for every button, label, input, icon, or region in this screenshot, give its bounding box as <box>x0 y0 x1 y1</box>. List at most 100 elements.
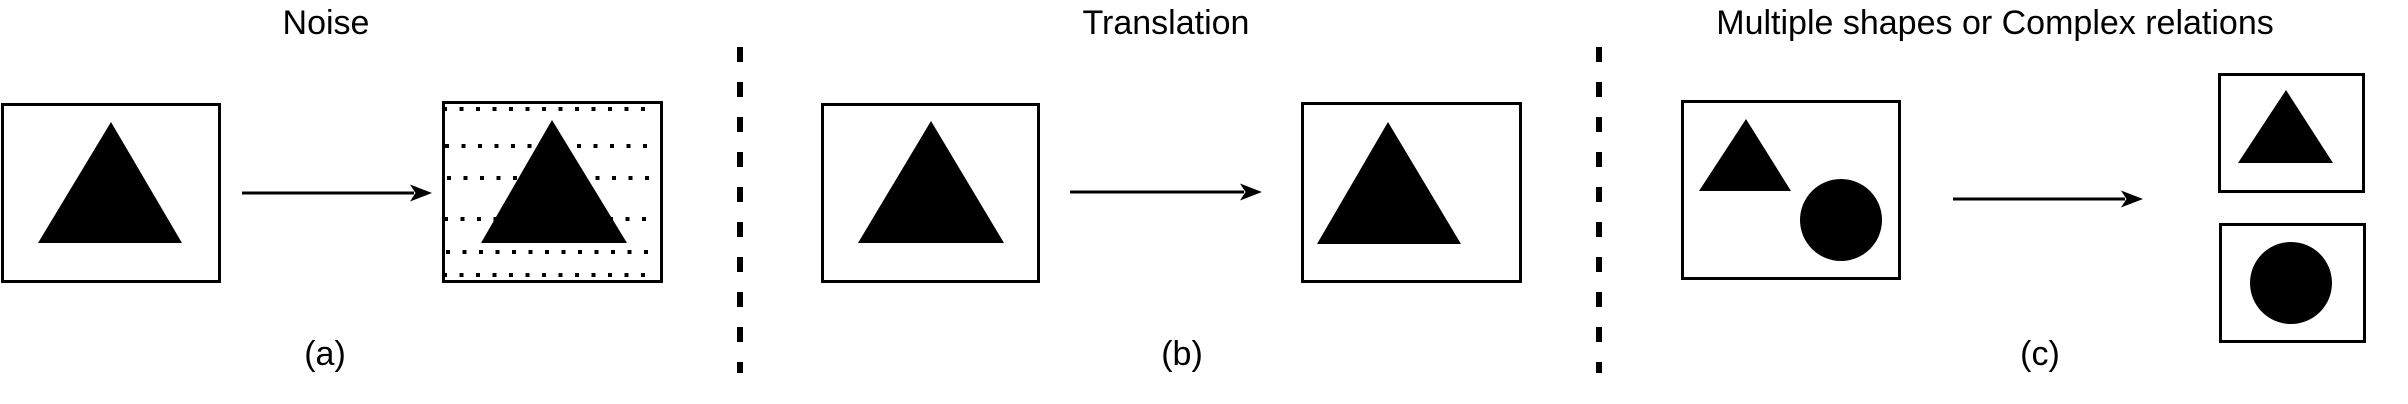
noise-dot <box>624 107 629 111</box>
noise-dot <box>595 176 600 180</box>
noise-dot <box>447 176 451 180</box>
triangle-shape <box>1317 122 1461 244</box>
noise-dot <box>527 144 532 148</box>
translated-triangle-image <box>1317 122 1461 244</box>
noise-dot <box>443 107 447 111</box>
panel-translation-title: Translation <box>1082 4 1250 42</box>
noise-dot <box>626 144 631 148</box>
panel-translation-label: (b) <box>1161 335 1203 373</box>
noise-dot <box>477 217 481 221</box>
noise-dot <box>496 176 501 180</box>
noise-dot <box>494 144 499 148</box>
noise-dot <box>591 273 596 277</box>
noise-dot <box>624 273 629 277</box>
noise-dot <box>612 176 616 180</box>
noise-dot <box>610 144 614 148</box>
noise-dot <box>463 176 468 180</box>
panel-divider-right <box>1596 47 1602 373</box>
panel-translation-arrow <box>1070 182 1262 202</box>
noise-dot <box>480 176 484 180</box>
panel-multiple-shapes-title: Multiple shapes or Complex relations <box>1716 4 2274 42</box>
noise-dot <box>594 250 599 254</box>
circle-shape <box>2250 242 2332 324</box>
noise-dot <box>641 107 645 111</box>
noise-dot <box>593 144 598 148</box>
triangle-image <box>38 122 182 243</box>
noise-dot <box>542 107 546 111</box>
triangle-image <box>2238 90 2333 163</box>
noise-dot <box>461 144 466 148</box>
noise-dot <box>575 107 579 111</box>
panel-noise-title: Noise <box>282 4 370 42</box>
noise-dot <box>645 176 649 180</box>
panel-translation-output-box <box>1301 102 1522 283</box>
noise-dot <box>625 217 630 221</box>
noise-dot <box>476 273 480 277</box>
noise-dot <box>492 107 497 111</box>
triangle-image <box>858 121 1004 243</box>
noise-dot <box>628 176 633 180</box>
noise-dot <box>577 144 581 148</box>
noise-dot <box>575 273 579 277</box>
triangle-shape <box>38 122 182 243</box>
noise-dot <box>478 144 482 148</box>
noise-dot <box>495 250 500 254</box>
noise-dot <box>643 144 647 148</box>
noise-dot <box>611 250 615 254</box>
noise-dot <box>462 250 467 254</box>
noise-dot <box>542 273 546 277</box>
panel-noise-arrow <box>242 183 432 203</box>
noise-dot <box>479 250 483 254</box>
circle-image <box>2250 242 2332 324</box>
noise-dot <box>561 250 566 254</box>
noise-dot <box>578 250 582 254</box>
triangle-shape <box>1699 119 1791 191</box>
noise-dot <box>443 273 447 277</box>
right-arrow-icon <box>1953 190 2143 208</box>
right-arrow-icon <box>1070 183 1262 201</box>
triangle-shape <box>2238 90 2333 163</box>
noise-dot <box>608 273 612 277</box>
panel-translation-input-box <box>821 103 1040 283</box>
noise-dot <box>627 250 632 254</box>
triangle-shape <box>858 121 1004 243</box>
noise-dot <box>444 217 448 221</box>
noise-dot <box>460 217 465 221</box>
noise-dot <box>528 250 533 254</box>
noise-dot <box>608 107 612 111</box>
noise-dot <box>512 250 516 254</box>
right-arrow-icon <box>242 184 432 202</box>
noise-dot <box>459 107 464 111</box>
panel-noise-label: (a) <box>304 335 346 373</box>
noise-dot <box>558 273 563 277</box>
noise-dot <box>641 273 645 277</box>
noise-dot <box>476 107 480 111</box>
noise-dot <box>445 144 449 148</box>
noise-dot <box>558 107 563 111</box>
noise-dot <box>591 107 596 111</box>
noise-dot <box>644 250 648 254</box>
panel-noise-output-box <box>442 101 663 283</box>
panel-multiple-shapes-output-box-circle <box>2219 223 2366 343</box>
noise-dot <box>545 250 549 254</box>
panel-divider-left <box>737 47 743 373</box>
noise-dot <box>492 273 497 277</box>
triangle-shape <box>481 120 627 243</box>
noisy-triangle-image <box>443 107 649 277</box>
noise-dot <box>642 217 646 221</box>
noise-dot <box>525 273 530 277</box>
noise-dot <box>459 273 464 277</box>
triangle-and-circle-image <box>1699 119 1882 261</box>
circle-shape <box>1800 179 1882 261</box>
panel-multiple-shapes-arrow <box>1953 189 2143 209</box>
panel-multiple-shapes-output-box-triangle <box>2218 73 2365 193</box>
noise-dot <box>513 176 517 180</box>
panel-multiple-shapes-label: (c) <box>2020 335 2060 373</box>
noise-dot <box>509 273 513 277</box>
panel-noise-input-box <box>1 103 221 283</box>
panel-multiple-shapes-input-box <box>1681 100 1901 280</box>
noise-dot <box>446 250 450 254</box>
noise-dot <box>511 144 515 148</box>
noise-dot <box>525 107 530 111</box>
